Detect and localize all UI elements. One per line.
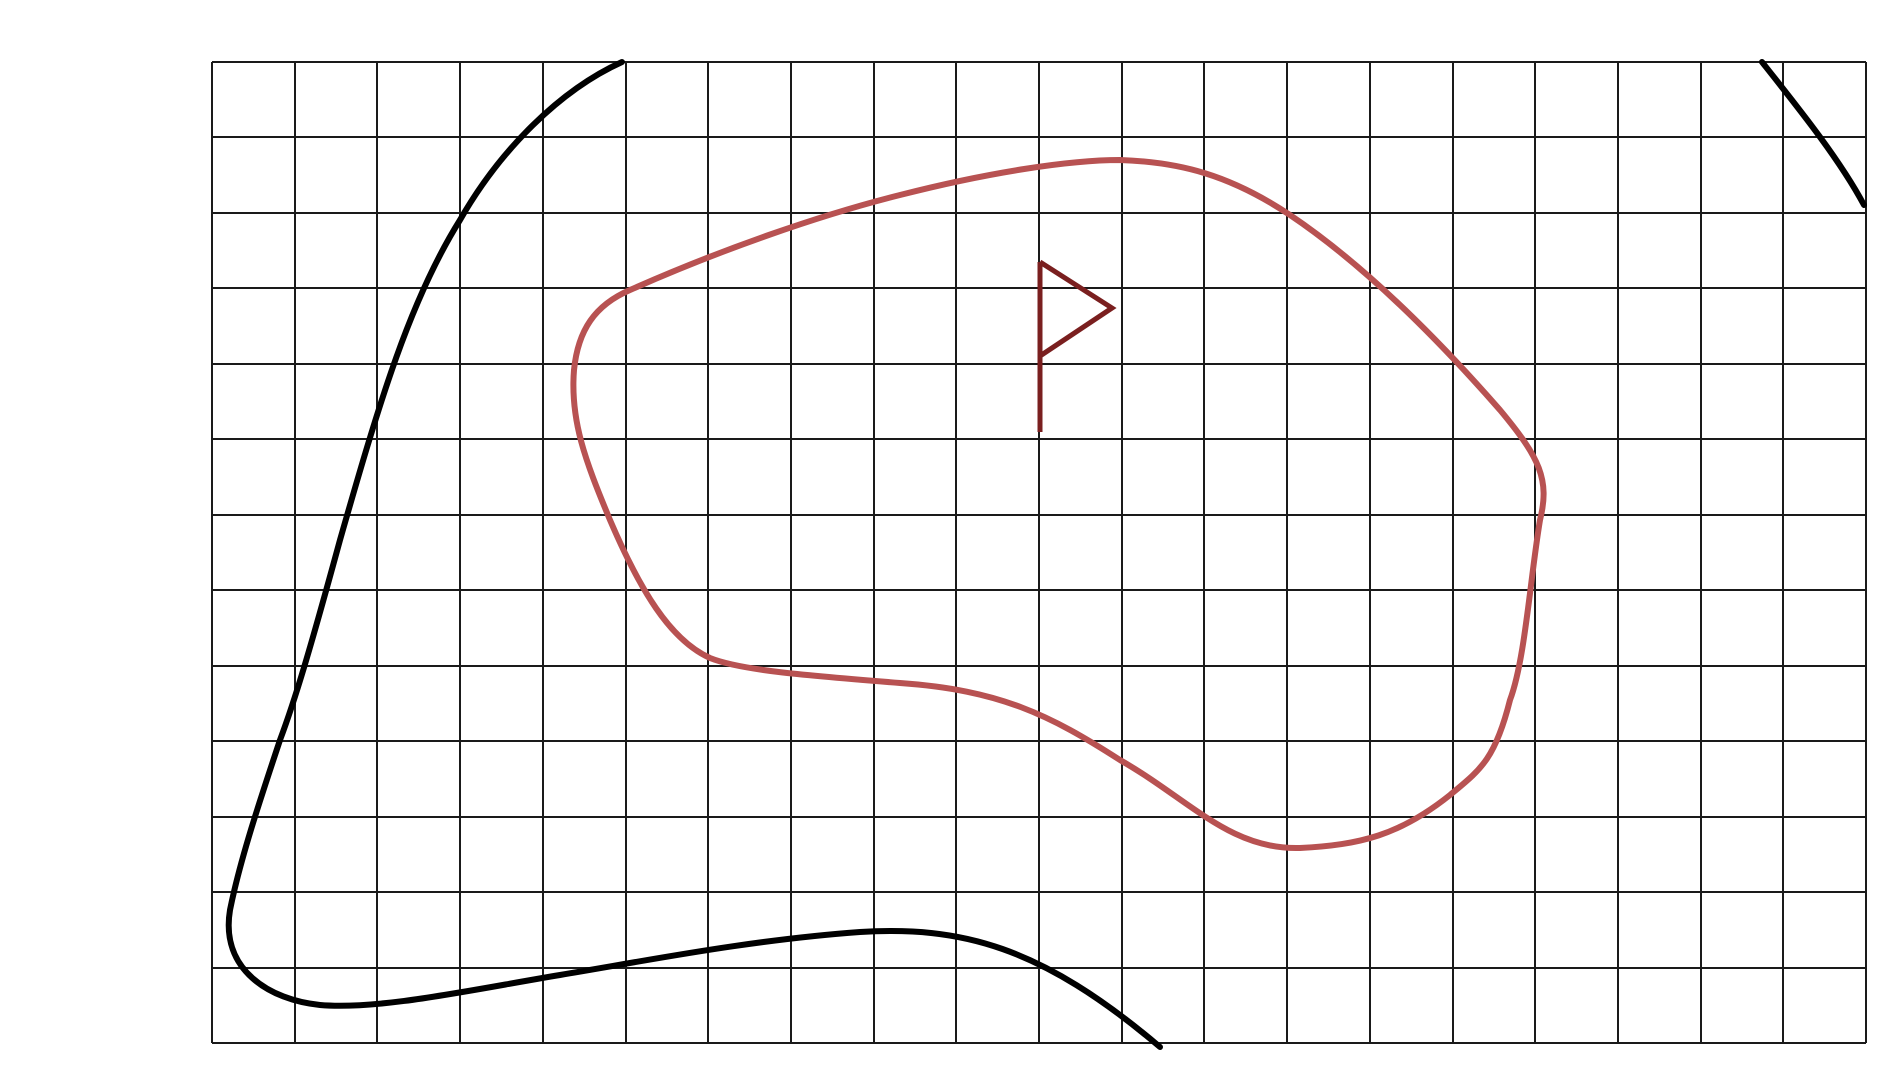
boundary-line-right xyxy=(1759,59,1867,208)
flag-icon xyxy=(1037,259,1117,432)
green-outline xyxy=(570,157,1547,852)
boundary-line-left xyxy=(225,59,1163,1050)
measurement-grid xyxy=(211,61,1867,1044)
